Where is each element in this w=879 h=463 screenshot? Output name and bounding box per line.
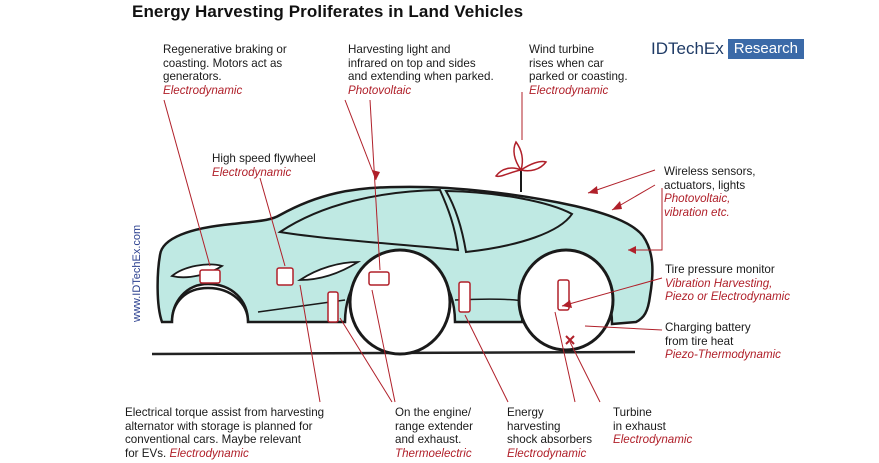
- front-wheel: [348, 248, 452, 356]
- headlight: [170, 263, 225, 279]
- label-exhaust-turbine: Turbine in exhaust Electrodynamic: [613, 406, 693, 447]
- leader-lines: [163, 92, 663, 403]
- side-window: [444, 189, 574, 254]
- harvester-units: [199, 267, 570, 323]
- label-torque-assist: Electrical torque assist from harvesting…: [125, 406, 325, 460]
- label-flywheel: High speed flywheel Electrodynamic: [212, 152, 316, 179]
- arrowheads: [372, 170, 636, 308]
- brand-logo: IDTechEx Research: [651, 39, 804, 59]
- wind-turbine: [494, 140, 548, 192]
- label-wind-turbine: Wind turbine rises when car parked or co…: [529, 43, 628, 97]
- label-wireless-sensors: Wireless sensors, actuators, lights Phot…: [664, 165, 756, 219]
- label-charging-battery: Charging battery from tire heat Piezo-Th…: [665, 321, 781, 362]
- page-title: Energy Harvesting Proliferates in Land V…: [132, 2, 524, 21]
- brand-tag: Research: [727, 39, 804, 59]
- label-light-harvesting: Harvesting light and infrared on top and…: [348, 43, 494, 97]
- brand-name: IDTechEx: [651, 39, 724, 58]
- label-regenerative-braking: Regenerative braking or coasting. Motors…: [163, 43, 287, 97]
- label-shock-absorbers: Energy harvesting shock absorbers Electr…: [507, 406, 593, 460]
- label-tire-pressure: Tire pressure monitor Vibration Harvesti…: [665, 263, 791, 304]
- windshield: [277, 188, 460, 252]
- side-vent: [297, 261, 362, 281]
- label-engine-exhaust: On the engine/ range extender and exhaus…: [395, 406, 473, 460]
